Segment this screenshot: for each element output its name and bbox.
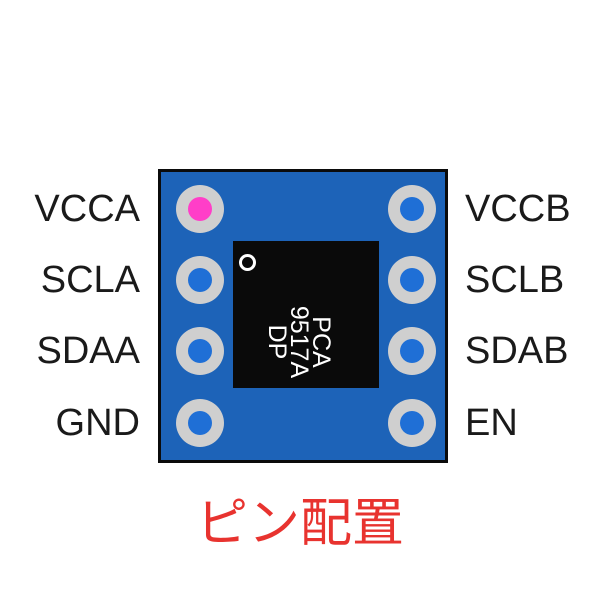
pin-label-sdab: SDAB bbox=[465, 330, 569, 372]
pin-label-sclb: SCLB bbox=[465, 259, 565, 301]
pad-vcca bbox=[176, 185, 224, 233]
pad-hole-sclb bbox=[400, 268, 424, 292]
pad-scla bbox=[176, 256, 224, 304]
chip-marking-line2: 9517A bbox=[285, 305, 313, 379]
pin-label-vccb: VCCB bbox=[465, 188, 571, 230]
pad-sdab bbox=[388, 327, 436, 375]
pad-en bbox=[388, 399, 436, 447]
pad-vccb bbox=[388, 185, 436, 233]
pad-gnd bbox=[176, 399, 224, 447]
pad-hole-vcca bbox=[188, 197, 212, 221]
pad-hole-vccb bbox=[400, 197, 424, 221]
pad-hole-sdab bbox=[400, 339, 424, 363]
pad-sclb bbox=[388, 256, 436, 304]
pad-hole-sdaa bbox=[188, 339, 212, 363]
pin-label-gnd: GND bbox=[55, 402, 140, 444]
pin1-marker-icon bbox=[239, 254, 256, 271]
pin-label-en: EN bbox=[465, 402, 518, 444]
pin-label-scla: SCLA bbox=[40, 259, 140, 301]
pad-hole-en bbox=[400, 411, 424, 435]
pin-label-sdaa: SDAA bbox=[36, 330, 140, 372]
chip-marking: PCA 9517A DP bbox=[263, 292, 335, 392]
pad-hole-gnd bbox=[188, 411, 212, 435]
chip-marking-line1: PCA bbox=[307, 316, 335, 368]
pin-label-vcca: VCCA bbox=[34, 188, 140, 230]
pad-hole-scla bbox=[188, 268, 212, 292]
pad-sdaa bbox=[176, 327, 224, 375]
ic-chip bbox=[233, 241, 379, 388]
caption-title: ピン配置 bbox=[195, 495, 404, 553]
